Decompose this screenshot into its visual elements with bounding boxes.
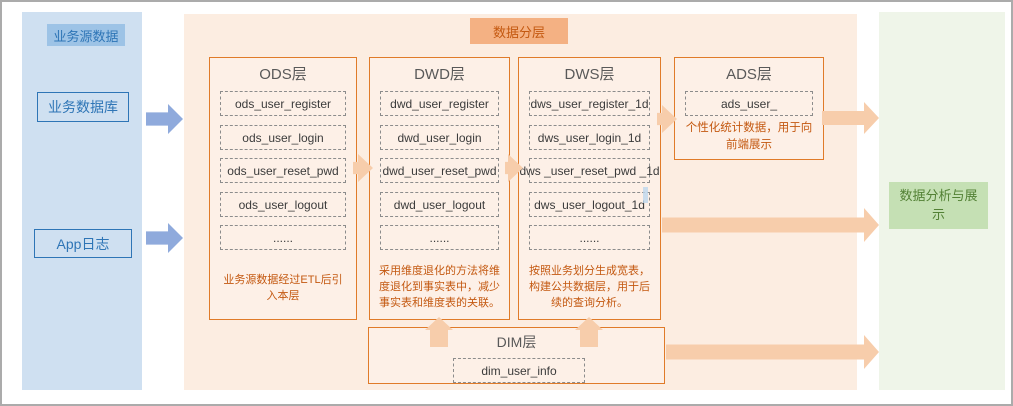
- table-name: dws_user_login_1d: [537, 130, 642, 145]
- table-box: ads_user_: [685, 91, 813, 116]
- table-name: dws _user_reset_pwd _1d: [519, 163, 660, 178]
- arrow-right-icon: [146, 104, 183, 134]
- table-box: ods_user_logout: [220, 192, 346, 217]
- source-panel-title: 业务源数据: [47, 24, 125, 46]
- table-box: dwd_user_register: [380, 91, 499, 116]
- table-name: ......: [579, 230, 600, 245]
- ods-layer-title: ODS层: [259, 66, 307, 83]
- arrow-right-icon: [146, 223, 183, 253]
- table-box: dws_user_register_1d: [529, 91, 650, 116]
- table-name: dwd_user_login: [397, 130, 482, 145]
- ads-layer-title: ADS层: [726, 66, 772, 83]
- table-box: dws_user_login_1d: [529, 125, 650, 150]
- table-box: dws _user_reset_pwd _1d: [519, 158, 660, 183]
- ads-layer-column: ADS层 ads_user_ 个性化统计数据，用于向前端展示: [674, 57, 824, 160]
- source-app-log-box: App日志: [34, 229, 132, 258]
- dwd-layer-title: DWD层: [414, 66, 465, 83]
- table-name: dwd_user_register: [390, 96, 489, 111]
- table-box: ods_user_reset_pwd: [220, 158, 346, 183]
- dwd-layer-column: DWD层 dwd_user_register dwd_user_login dw…: [369, 57, 510, 320]
- table-name: ods_user_register: [234, 96, 332, 111]
- table-name: ods_user_reset_pwd: [227, 163, 339, 178]
- table-name: dws_user_register_1d: [530, 96, 649, 111]
- dim-layer-title: DIM层: [496, 334, 537, 350]
- table-box: ......: [380, 225, 499, 250]
- table-box: dwd_user_login: [380, 125, 499, 150]
- output-panel-title: 数据分析与展示: [889, 182, 988, 229]
- dwd-layer-description: 采用维度退化的方法将维度退化到事实表中，减少事实表和维度表的关联。: [379, 265, 500, 309]
- selection-artifact: [643, 187, 648, 203]
- output-panel: 数据分析与展示: [879, 12, 1005, 390]
- dim-layer-box: DIM层 dim_user_info: [368, 327, 665, 384]
- source-panel: 业务源数据 业务数据库 App日志: [22, 12, 142, 390]
- source-business-database-box: 业务数据库: [37, 92, 129, 122]
- table-box: dwd_user_logout: [380, 192, 499, 217]
- table-box: ods_user_login: [220, 125, 346, 150]
- table-name: ads_user_: [720, 96, 778, 111]
- table-name: dwd_user_logout: [393, 197, 486, 212]
- ods-layer-description: 业务源数据经过ETL后引入本层: [223, 274, 343, 302]
- table-box: dim_user_info: [453, 358, 585, 383]
- dws-layer-title: DWS层: [564, 66, 615, 83]
- table-box: ......: [529, 225, 650, 250]
- table-name: ods_user_login: [242, 130, 324, 145]
- table-box: dws_user_logout_1d: [529, 192, 650, 217]
- ads-layer-description: 个性化统计数据，用于向前端展示: [685, 122, 813, 151]
- table-name: dwd_user_reset_pwd: [382, 163, 497, 178]
- layers-panel-title: 数据分层: [470, 18, 568, 44]
- table-name: dws_user_logout_1d: [534, 197, 645, 212]
- table-box: ods_user_register: [220, 91, 346, 116]
- table-box: dwd_user_reset_pwd: [380, 158, 499, 183]
- table-name: ......: [272, 230, 293, 245]
- table-name: dim_user_info: [481, 363, 557, 378]
- dws-layer-column: DWS层 dws_user_register_1d dws_user_login…: [518, 57, 661, 320]
- table-name: ods_user_logout: [238, 197, 328, 212]
- dws-layer-description: 按照业务划分生成宽表，构建公共数据层，用于后续的查询分析。: [529, 265, 650, 309]
- table-box: ......: [220, 225, 346, 250]
- ods-layer-column: ODS层 ods_user_register ods_user_login od…: [209, 57, 357, 320]
- table-name: ......: [429, 230, 450, 245]
